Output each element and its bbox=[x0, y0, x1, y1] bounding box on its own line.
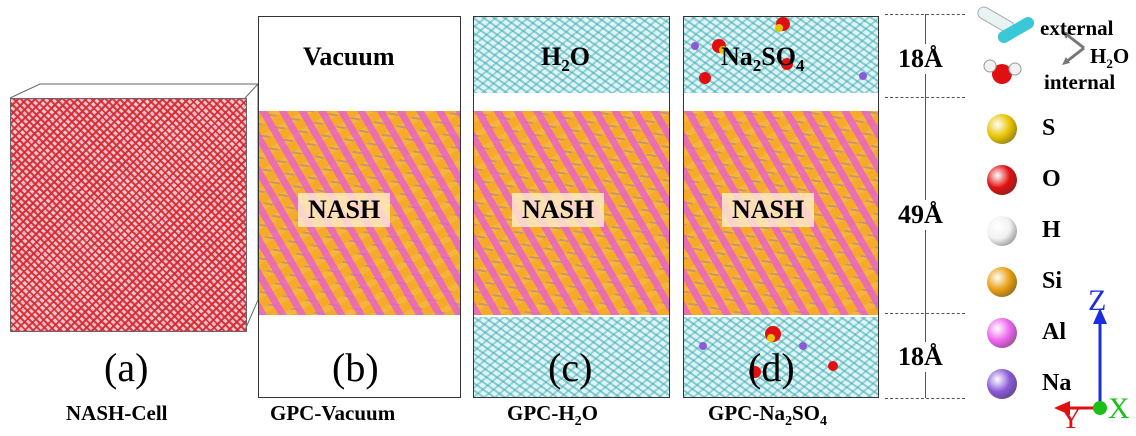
z-axis-arrow bbox=[1093, 308, 1107, 324]
dim-line-bottom bbox=[885, 398, 965, 399]
panel-d-nash-label: NASH bbox=[722, 193, 815, 227]
atom-label-na: Na bbox=[1042, 370, 1072, 396]
panel-c-water-top bbox=[474, 17, 669, 93]
panel-d-letter: (d) bbox=[748, 345, 795, 390]
panel-b-box bbox=[258, 16, 461, 398]
panel-a-letter: (a) bbox=[104, 345, 149, 390]
atom-sphere-o bbox=[987, 165, 1017, 195]
atom-label-h: H bbox=[1042, 217, 1061, 243]
panel-b-caption: GPC-Vacuum bbox=[270, 401, 396, 425]
atom-sphere-al bbox=[987, 318, 1017, 348]
external-label: external bbox=[1040, 16, 1114, 40]
panel-c-letter: (c) bbox=[548, 345, 593, 390]
cube-frame bbox=[9, 83, 259, 331]
panel-d-water-bottom bbox=[684, 317, 878, 397]
atom-label-s: S bbox=[1042, 115, 1056, 141]
atom-sphere-si bbox=[987, 267, 1017, 297]
atom-sphere-s bbox=[987, 114, 1017, 144]
panel-c-nash-label: NASH bbox=[512, 193, 605, 227]
internal-label: internal bbox=[1044, 70, 1116, 94]
panel-d-box bbox=[683, 16, 879, 398]
internal-water-icon bbox=[983, 59, 1022, 84]
panel-c-top-label: H2O bbox=[541, 42, 590, 76]
atom-label-al: Al bbox=[1042, 319, 1066, 345]
external-water-icon bbox=[977, 6, 1035, 43]
dim-middle-label: 49Å bbox=[898, 200, 943, 230]
panel-b-letter: (b) bbox=[332, 345, 379, 390]
panel-c-box bbox=[473, 16, 670, 398]
panel-d-top-label: Na2SO4 bbox=[721, 42, 805, 76]
dim-top-label: 18Å bbox=[898, 44, 943, 74]
z-axis-label: Z bbox=[1088, 284, 1107, 317]
panel-d-sulfate-ions bbox=[691, 17, 867, 378]
panel-d-caption: GPC-Na2SO4 bbox=[708, 401, 828, 430]
atom-label-si: Si bbox=[1042, 268, 1063, 294]
panel-c-caption: GPC-H2O bbox=[507, 401, 598, 430]
dim-bottom-label: 18Å bbox=[898, 342, 943, 372]
y-axis-label: Y bbox=[1060, 402, 1082, 435]
y-axis-arrow bbox=[1054, 401, 1070, 415]
panel-a-caption: NASH-Cell bbox=[66, 401, 168, 425]
panel-d-water-top bbox=[684, 17, 878, 93]
water-legend-graphic bbox=[977, 6, 1085, 84]
panel-b-nash-label: NASH bbox=[298, 193, 391, 227]
h2o-legend-label: H2O bbox=[1090, 44, 1130, 72]
atom-sphere-h bbox=[987, 216, 1017, 246]
atom-label-o: O bbox=[1042, 166, 1061, 192]
nash-cell-cube bbox=[10, 98, 247, 332]
x-axis-dot bbox=[1093, 401, 1107, 415]
panel-b-top-label: Vacuum bbox=[303, 42, 395, 71]
axes-diagram bbox=[1054, 308, 1107, 415]
x-axis-label: X bbox=[1108, 392, 1130, 425]
atom-sphere-na bbox=[987, 369, 1017, 399]
panel-c-water-bottom bbox=[474, 317, 669, 397]
